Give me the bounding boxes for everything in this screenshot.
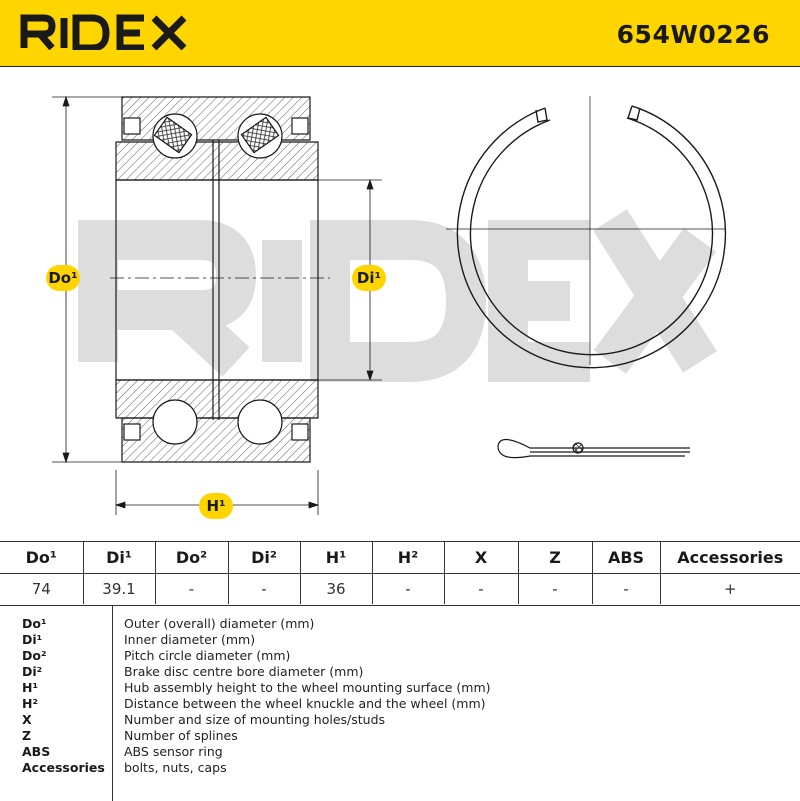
col-header-di2: Di² xyxy=(228,541,301,574)
technical-drawing: Do¹ Di¹ H¹ xyxy=(0,67,800,540)
header-bar: 654W0226 xyxy=(0,0,800,67)
legend: Do¹ Outer (overall) diameter (mm) Di¹ Inne… xyxy=(0,605,800,801)
legend-code: Di¹ xyxy=(22,632,43,647)
legend-desc: Distance between the wheel knuckle and t… xyxy=(124,696,486,711)
legend-code: H¹ xyxy=(22,680,38,695)
value-accessories: + xyxy=(723,580,737,598)
part-number: 654W0226 xyxy=(616,20,770,49)
legend-desc: Brake disc centre bore diameter (mm) xyxy=(124,664,364,679)
value-h2: - xyxy=(372,573,445,604)
value-h1: 36 xyxy=(300,573,373,604)
legend-desc: Pitch circle diameter (mm) xyxy=(124,648,291,663)
col-header-di1: Di¹ xyxy=(83,541,156,574)
legend-code: Accessories xyxy=(22,760,105,775)
value-x: - xyxy=(444,573,519,604)
watermark xyxy=(78,209,717,382)
bearing-drawing xyxy=(52,95,727,515)
split-pin xyxy=(497,438,690,459)
col-header-h2: H² xyxy=(372,541,445,574)
value-di2: - xyxy=(228,573,301,604)
legend-row: H² Distance between the wheel knuckle and… xyxy=(0,696,800,712)
legend-code: Do¹ xyxy=(22,616,47,631)
legend-code: X xyxy=(22,712,32,727)
value-di1: 39.1 xyxy=(83,573,156,604)
legend-row: Z Number of splines xyxy=(0,728,800,744)
legend-desc: Outer (overall) diameter (mm) xyxy=(124,616,315,631)
legend-code: H² xyxy=(22,696,38,711)
col-header-z: Z xyxy=(518,541,593,574)
legend-code: Do² xyxy=(22,648,47,663)
legend-row: H¹ Hub assembly height to the wheel mount… xyxy=(0,680,800,696)
legend-row: Accessories bolts, nuts, caps xyxy=(0,760,800,776)
legend-row: X Number and size of mounting holes/studs xyxy=(0,712,800,728)
specs-header-row: Do¹ Di¹ Do² Di² H¹ H² X Z ABS Accessorie… xyxy=(0,541,800,574)
value-abs: - xyxy=(592,573,661,604)
value-do1: 74 xyxy=(0,573,84,604)
legend-desc: ABS sensor ring xyxy=(124,744,223,759)
legend-divider xyxy=(112,606,113,801)
legend-desc: Number of splines xyxy=(124,728,238,743)
legend-desc: bolts, nuts, caps xyxy=(124,760,227,775)
bearing-section xyxy=(110,96,330,463)
legend-code: Di² xyxy=(22,664,43,679)
circlip xyxy=(446,96,727,369)
specs-value-row: 74 39.1 - - 36 - - - - + xyxy=(0,573,800,604)
specs-table: Do¹ Di¹ Do² Di² H¹ H² X Z ABS Accessorie… xyxy=(0,541,800,604)
col-header-h1: H¹ xyxy=(300,541,373,574)
legend-desc: Inner diameter (mm) xyxy=(124,632,256,647)
h1-badge: H¹ xyxy=(199,493,233,519)
legend-desc: Hub assembly height to the wheel mountin… xyxy=(124,680,491,695)
legend-row: Di² Brake disc centre bore diameter (mm) xyxy=(0,664,800,680)
legend-desc: Number and size of mounting holes/studs xyxy=(124,712,386,727)
col-header-do1: Do¹ xyxy=(0,541,84,574)
legend-code: Z xyxy=(22,728,32,743)
value-z: - xyxy=(518,573,593,604)
value-do2: - xyxy=(155,573,229,604)
legend-row: ABS ABS sensor ring xyxy=(0,744,800,760)
do1-badge: Do¹ xyxy=(46,265,80,291)
col-header-do2: Do² xyxy=(155,541,229,574)
legend-row: Di¹ Inner diameter (mm) xyxy=(0,632,800,648)
legend-row: Do² Pitch circle diameter (mm) xyxy=(0,648,800,664)
di1-badge: Di¹ xyxy=(352,265,386,291)
legend-row: Do¹ Outer (overall) diameter (mm) xyxy=(0,616,800,632)
col-header-x: X xyxy=(444,541,519,574)
col-header-abs: ABS xyxy=(592,541,661,574)
col-header-accessories: Accessories xyxy=(660,541,800,574)
ridex-logo xyxy=(20,14,187,50)
legend-code: ABS xyxy=(22,744,51,759)
